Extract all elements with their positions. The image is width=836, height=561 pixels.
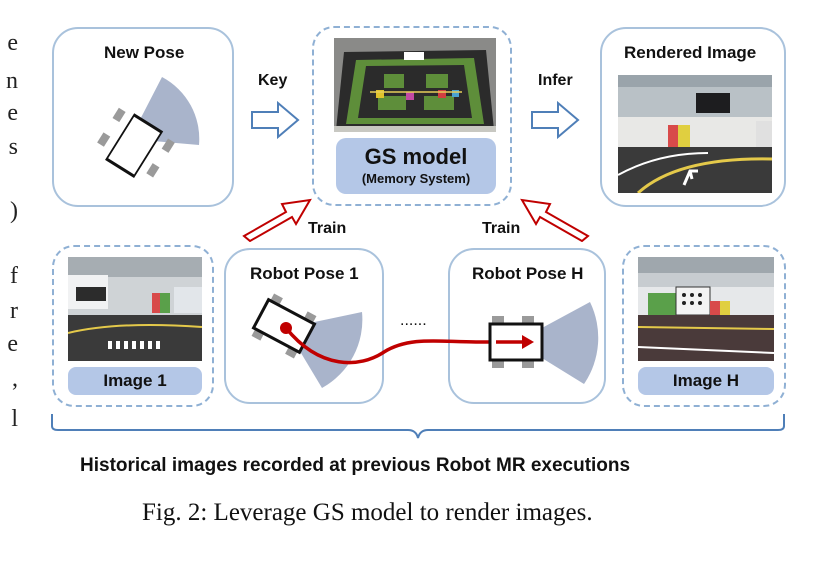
track-map-photo [334, 38, 496, 132]
margin-fragment: s [8, 134, 18, 160]
key-arrow-icon [251, 100, 300, 140]
rendered-image-title: Rendered Image [624, 43, 757, 62]
infer-arrow-icon [531, 100, 580, 140]
trajectory-arrowhead [522, 335, 534, 349]
train-arrow-left-icon [242, 198, 312, 242]
image-h-scene [638, 257, 774, 361]
margin-fragment: l [11, 406, 18, 432]
rendered-scene-image [618, 75, 772, 193]
robot-trajectory [284, 326, 520, 365]
image-1-scene [68, 257, 202, 361]
robot-icon [97, 107, 175, 178]
new-pose-robot-diagram [97, 77, 200, 178]
image-h-label: Image H [638, 367, 774, 395]
margin-fragment: e [7, 100, 18, 126]
margin-fragment: e [7, 331, 18, 357]
margin-fragment: f [10, 263, 18, 289]
image-h-box: Image H [622, 245, 786, 407]
gs-model-subtitle: (Memory System) [361, 171, 471, 186]
ellipsis-text: ...... [400, 312, 427, 329]
historical-images-title: Historical images recorded at previous R… [80, 455, 631, 476]
trajectory-start-dot [280, 322, 292, 334]
new-pose-title: New Pose [104, 43, 185, 62]
margin-fragment: , [12, 366, 18, 392]
robot-pose-1-title: Robot Pose 1 [250, 264, 359, 283]
train-left-label: Train [308, 220, 347, 237]
track-map-image [334, 38, 496, 132]
gs-model-label: GS model (Memory System) [336, 138, 496, 194]
margin-fragment: r [10, 298, 18, 324]
train-arrow-right-icon [520, 198, 590, 242]
gs-model-title: GS model [364, 144, 468, 169]
train-right-label: Train [482, 220, 521, 237]
key-label: Key [258, 72, 288, 89]
margin-fragment: ) [10, 198, 18, 224]
robot-pose-h-title: Robot Pose H [472, 264, 584, 283]
rendered-image-box: Rendered Image [600, 27, 786, 207]
image-1-photo [68, 257, 202, 361]
grouping-brace [51, 414, 785, 439]
pose-h-field-of-view [516, 302, 599, 384]
image-1-label: Image 1 [68, 367, 202, 395]
new-pose-box: New Pose [52, 27, 234, 207]
image-1-box: Image 1 [52, 245, 214, 407]
gs-model-box: GS model (Memory System) [312, 26, 512, 206]
rendered-image-photo [618, 75, 772, 193]
image-h-photo [638, 257, 774, 361]
margin-fragment: e [7, 30, 18, 56]
infer-label: Infer [538, 72, 573, 89]
figure-caption: Fig. 2: Leverage GS model to render imag… [142, 499, 593, 526]
margin-fragment: n [6, 68, 18, 94]
